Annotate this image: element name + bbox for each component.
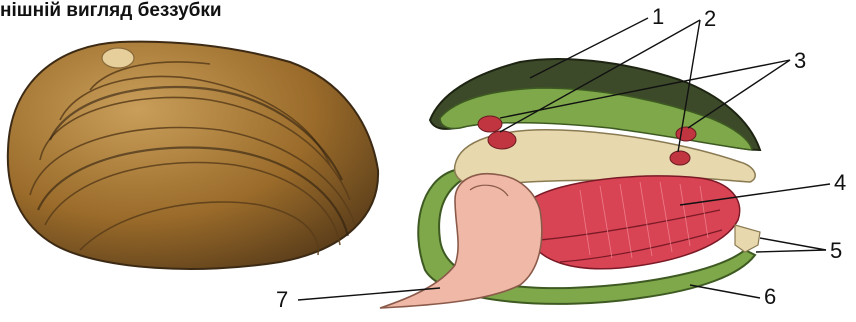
- label-1: 1: [652, 4, 664, 29]
- leader-line-6: [690, 285, 760, 298]
- label-2: 2: [704, 6, 716, 31]
- label-4: 4: [834, 170, 846, 195]
- internal-anatomy: [380, 59, 760, 308]
- label-5: 5: [830, 238, 842, 263]
- external-shell: [8, 42, 378, 269]
- label-3: 3: [794, 48, 806, 73]
- label-6: 6: [764, 284, 776, 309]
- label-7: 7: [276, 287, 288, 312]
- leader-line-5a: [760, 238, 826, 250]
- leader-line-5b: [756, 250, 826, 252]
